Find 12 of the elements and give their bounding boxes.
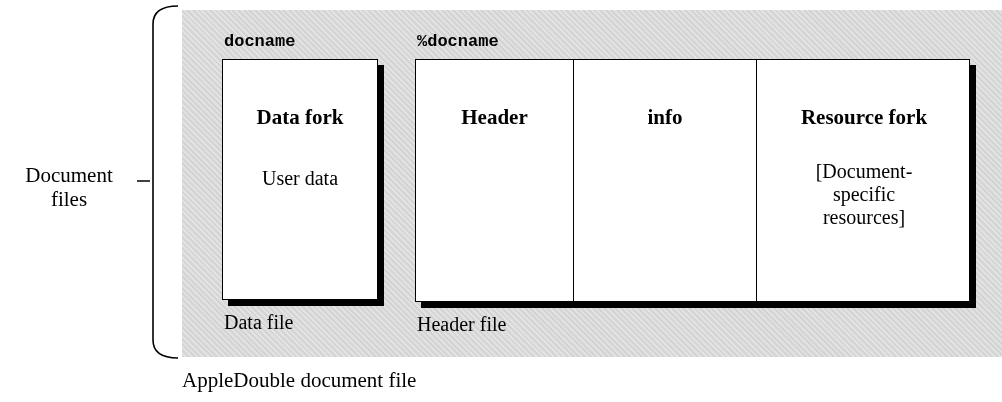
caption: AppleDouble document file — [182, 368, 417, 393]
brace-label: Document files — [24, 163, 114, 211]
file-caption: Header file — [417, 313, 507, 336]
file-caption: Data file — [224, 311, 294, 334]
file-name: docname — [224, 32, 296, 51]
section-title: Data fork — [255, 105, 345, 130]
section-text: User data — [260, 167, 340, 190]
section-text: [Document-specific resources] — [814, 160, 914, 229]
section-title: Header — [460, 105, 529, 130]
section-title: info — [646, 105, 684, 130]
section-title: Resource fork — [799, 105, 929, 130]
file-name: %docname — [417, 32, 499, 51]
